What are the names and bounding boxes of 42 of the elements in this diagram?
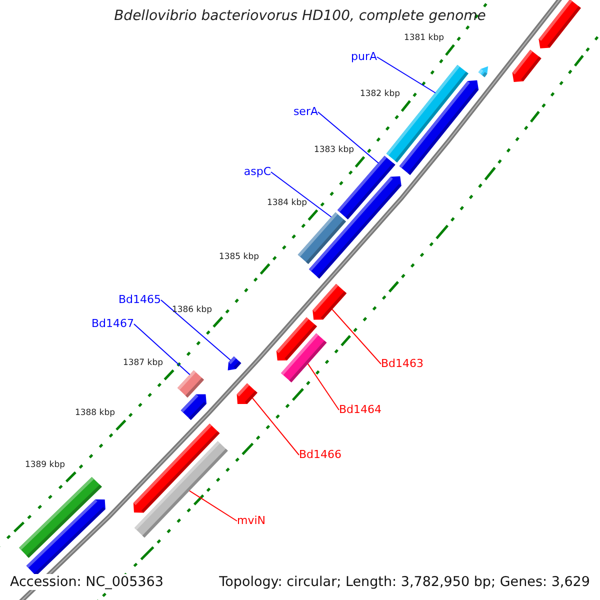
gene-block [236,383,258,404]
gene-label: purA [350,51,377,63]
gene-block [512,50,542,82]
leader-line [376,56,436,94]
gene-label: Bd1463 [381,358,424,370]
gene-block [276,317,317,360]
gene-block [538,0,581,48]
gene-label: mviN [237,515,266,527]
gene-label: Bd1466 [299,449,342,461]
scale-label: 1387 kbp [122,358,163,368]
leader-line [270,172,332,218]
scale-label: 1385 kbp [218,252,259,262]
genome-info-text: Topology: circular; Length: 3,782,950 bp; Genes: 3,629 [217,574,592,590]
leader-line [188,490,238,522]
leader-line [307,363,340,410]
accession-text: Accession: NC_005363 [8,574,166,590]
gene-label: Bd1464 [339,404,382,416]
gene-block [478,66,488,78]
scale-label: 1383 kbp [314,145,354,155]
scale-label: 1388 kbp [74,408,115,418]
gene-label: Bd1465 [118,294,161,306]
leader-line [134,324,190,376]
gene-block [26,499,106,576]
leader-line [160,300,231,361]
gene-block [180,394,206,420]
gene-block [399,80,479,175]
gene-label: Bd1467 [91,318,134,330]
leader-line [318,112,379,164]
leader-line [332,308,382,364]
gene-block [133,424,220,513]
title: Bdellovibrio bacteriovorus HD100, complete genome [113,8,487,24]
scale-label: 1384 kbp [266,198,307,208]
scale-label: 1382 kbp [360,89,400,99]
gene-block [228,356,242,370]
gene-label: serA [293,106,318,118]
scale-label: 1381 kbp [404,33,444,43]
gene-block [177,370,204,398]
gene-block [312,284,347,320]
gene-label: aspC [244,166,271,178]
scale-label: 1386 kbp [172,305,212,315]
leader-line [252,398,300,456]
scale-label: 1389 kbp [24,460,65,470]
